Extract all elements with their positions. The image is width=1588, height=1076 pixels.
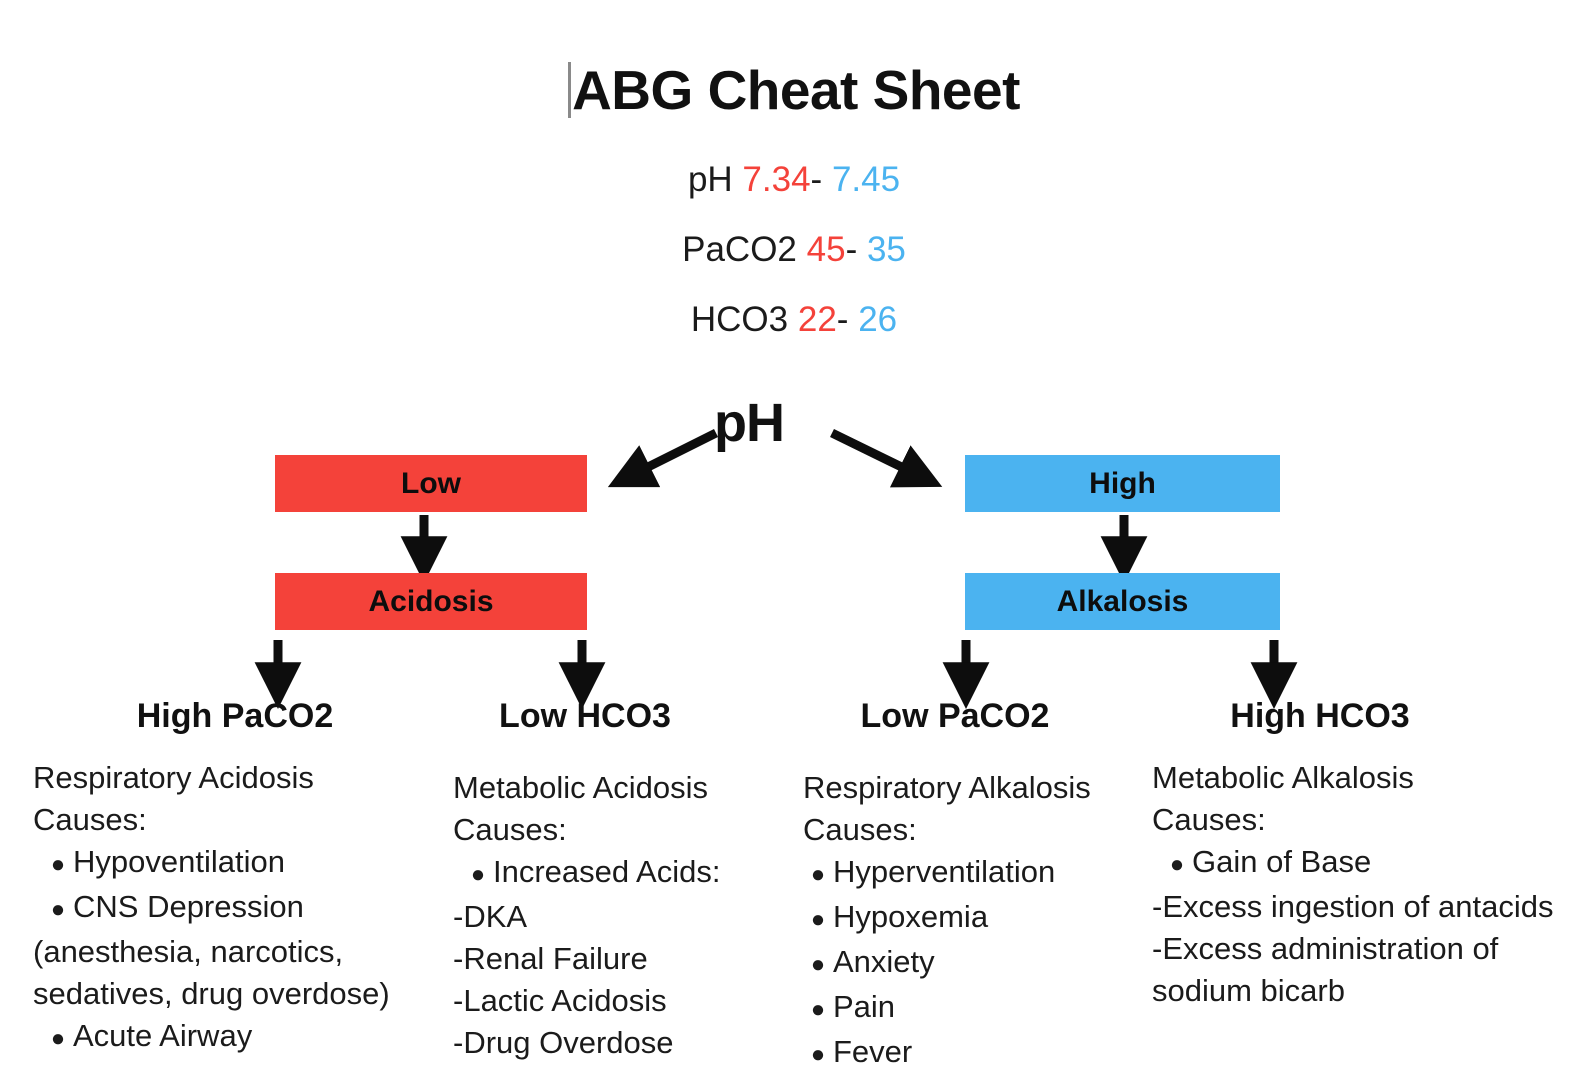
reference-low-value: 45 — [806, 230, 846, 269]
bullet-icon: ● — [50, 1025, 66, 1052]
text-caret — [568, 62, 572, 118]
reference-dash: - — [810, 160, 823, 199]
reference-dash: - — [836, 300, 849, 339]
sub-item: -Lactic Acidosis — [453, 983, 667, 1018]
column-heading-high-paco2: High PaCO2 — [136, 697, 334, 735]
list-item-label: Hyperventilation — [833, 854, 1056, 889]
causes-label: Causes: — [1152, 802, 1266, 837]
sub-item: -Excess ingestion of antacids — [1152, 889, 1554, 924]
bullet-icon: ● — [810, 951, 826, 978]
bullet-icon: ● — [810, 906, 826, 933]
list-item-label: Hypoventilation — [73, 844, 285, 879]
list-item: ● Hypoxemia — [803, 896, 1133, 941]
list-item-continuation: (anesthesia, narcotics, sedatives, drug … — [33, 934, 390, 1011]
list-item: ● Hypoventilation — [33, 841, 433, 886]
title-row: ABG Cheat Sheet — [0, 58, 1588, 122]
list-item-label: Anxiety — [833, 944, 935, 979]
causes-label: Causes: — [803, 812, 917, 847]
list-item: ● Anxiety — [803, 941, 1133, 986]
reference-label: HCO3 — [690, 300, 789, 339]
list-item: ● Gain of Base — [1152, 841, 1572, 886]
flow-box-high: High — [965, 455, 1280, 512]
sub-item: -DKA — [453, 899, 528, 934]
list-item: ● CNS Depression — [33, 886, 433, 931]
sub-item: -Renal Failure — [453, 941, 648, 976]
list-item: ● Pain — [803, 986, 1133, 1031]
reference-label: PaCO2 — [682, 230, 797, 269]
reference-high-value: 7.45 — [831, 160, 901, 199]
reference-high-value: 35 — [866, 230, 906, 269]
causes-label: Causes: — [453, 812, 567, 847]
bullet-icon: ● — [810, 861, 826, 888]
condition-name: Metabolic Acidosis — [453, 770, 709, 805]
column-heading-high-hco3: High HCO3 — [1230, 697, 1410, 735]
arrow-root-to-high — [830, 428, 943, 488]
flow-box-acidosis: Acidosis — [275, 573, 587, 630]
list-item: ● Fever — [803, 1031, 1133, 1076]
column-body-high-paco2: Respiratory Acidosis Causes: ● Hypoventi… — [33, 757, 433, 1060]
bullet-icon: ● — [50, 896, 66, 923]
reference-value-row: PaCO2 45- 35 — [0, 230, 1588, 270]
page-title: ABG Cheat Sheet — [572, 59, 1020, 121]
bullet-icon: ● — [470, 861, 486, 888]
condition-name: Respiratory Alkalosis — [803, 770, 1091, 805]
list-item: ● Hyperventilation — [803, 851, 1133, 896]
reference-low-value: 7.34 — [742, 160, 811, 199]
reference-value-row: pH 7.34- 7.45 — [0, 160, 1588, 200]
column-heading-low-hco3: Low HCO3 — [499, 697, 671, 735]
reference-low-value: 22 — [797, 300, 837, 339]
list-item-label: Gain of Base — [1192, 844, 1372, 879]
arrow-root-to-low — [607, 428, 719, 488]
column-body-high-hco3: Metabolic Alkalosis Causes: ● Gain of Ba… — [1152, 757, 1572, 1012]
sub-item: -Drug Overdose — [453, 1025, 674, 1060]
list-item-label: Acute Airway — [73, 1018, 253, 1053]
condition-name: Metabolic Alkalosis — [1152, 760, 1414, 795]
list-item-label: Increased Acids: — [493, 854, 721, 889]
column-body-low-hco3: Metabolic Acidosis Causes: ● Increased A… — [453, 767, 783, 1064]
reference-label: pH — [687, 160, 733, 199]
flow-box-alkalosis: Alkalosis — [965, 573, 1280, 630]
bullet-icon: ● — [810, 1041, 826, 1068]
reference-high-value: 26 — [858, 300, 898, 339]
sub-item: -Excess administration of sodium bicarb — [1152, 931, 1507, 1008]
flowchart-root-label: pH — [714, 393, 785, 453]
list-item-label: Fever — [833, 1034, 913, 1069]
list-item-label: CNS Depression — [73, 889, 304, 924]
column-body-low-paco2: Respiratory Alkalosis Causes: ● Hyperven… — [803, 767, 1133, 1076]
list-item: ● Increased Acids: — [453, 851, 783, 896]
condition-name: Respiratory Acidosis — [33, 760, 314, 795]
reference-dash: - — [845, 230, 858, 269]
reference-value-row: HCO3 22- 26 — [0, 300, 1588, 340]
list-item: ● Acute Airway — [33, 1015, 433, 1060]
list-item-label: Pain — [833, 989, 896, 1024]
causes-label: Causes: — [33, 802, 147, 837]
flow-box-low: Low — [275, 455, 587, 512]
bullet-icon: ● — [1169, 851, 1185, 878]
bullet-icon: ● — [810, 996, 826, 1023]
column-heading-low-paco2: Low PaCO2 — [860, 697, 1050, 735]
list-item-label: Hypoxemia — [833, 899, 989, 934]
bullet-icon: ● — [50, 851, 66, 878]
